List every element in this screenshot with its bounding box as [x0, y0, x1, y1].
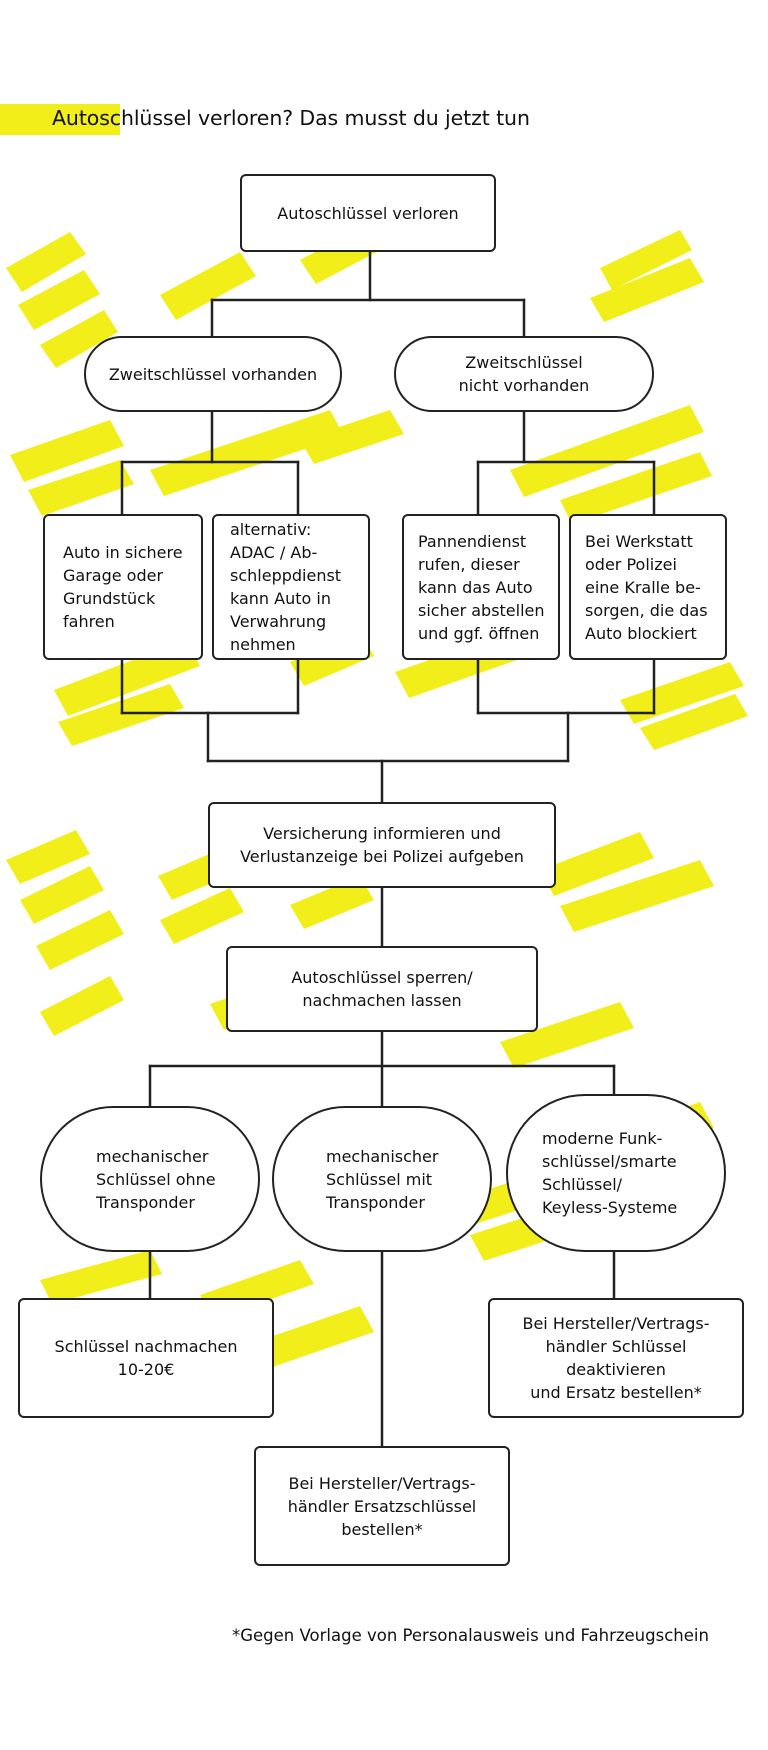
node-start-label: Autoschlüssel verloren	[277, 203, 459, 223]
node-wheel-clamp: Bei Werkstatt oder Polizei eine Kralle b…	[569, 514, 727, 660]
title-highlight	[0, 104, 120, 135]
node-mech-with-transponder: mechanischer Schlüssel mit Transponder	[272, 1106, 492, 1252]
node-insurance-police-label: Versicherung informieren und Verlustanze…	[240, 824, 524, 866]
connector-lines	[120, 250, 656, 1448]
node-copy-key-price-label: Schlüssel nachmachen 10-20€	[54, 1337, 238, 1379]
node-order-replacement-label: Bei Hersteller/Vertrags- händler Ersatzs…	[287, 1473, 477, 1539]
node-modern-keyless: moderne Funk- schlüssel/smarte Schlüssel…	[506, 1094, 726, 1252]
page-title: Autoschlüssel verloren? Das musst du jet…	[52, 106, 530, 130]
node-safe-garage-label: Auto in sichere Garage oder Grundstück f…	[63, 543, 183, 631]
node-start: Autoschlüssel verloren	[240, 174, 496, 252]
node-wheel-clamp-label: Bei Werkstatt oder Polizei eine Kralle b…	[585, 531, 708, 643]
node-spare-key-no-label: Zweitschlüssel nicht vorhanden	[458, 353, 590, 395]
node-copy-key-price: Schlüssel nachmachen 10-20€	[18, 1298, 274, 1418]
node-insurance-police: Versicherung informieren und Verlustanze…	[208, 802, 556, 888]
node-mech-with-transponder-label: mechanischer Schlüssel mit Transponder	[326, 1146, 439, 1212]
node-spare-key-no: Zweitschlüssel nicht vorhanden	[394, 336, 654, 412]
footnote: *Gegen Vorlage von Personalausweis und F…	[232, 1626, 709, 1645]
node-mech-no-transponder-label: mechanischer Schlüssel ohne Transponder	[96, 1146, 216, 1212]
node-adac-tow: alternativ: ADAC / Ab- schleppdienst kan…	[212, 514, 370, 660]
node-order-replacement: Bei Hersteller/Vertrags- händler Ersatzs…	[254, 1446, 510, 1566]
node-adac-tow-label: alternativ: ADAC / Ab- schleppdienst kan…	[230, 520, 342, 654]
node-deactivate-order: Bei Hersteller/Vertrags- händler Schlüss…	[488, 1298, 744, 1418]
node-block-copy-key-label: Autoschlüssel sperren/ nachmachen lassen	[291, 968, 473, 1010]
node-breakdown-service: Pannendienst rufen, dieser kann das Auto…	[402, 514, 560, 660]
node-spare-key-yes-label: Zweitschlüssel vorhanden	[108, 364, 318, 384]
node-modern-keyless-label: moderne Funk- schlüssel/smarte Schlüssel…	[542, 1129, 678, 1217]
node-block-copy-key: Autoschlüssel sperren/ nachmachen lassen	[226, 946, 538, 1032]
node-deactivate-order-label: Bei Hersteller/Vertrags- händler Schlüss…	[522, 1314, 710, 1402]
node-breakdown-service-label: Pannendienst rufen, dieser kann das Auto…	[418, 531, 545, 643]
node-safe-garage: Auto in sichere Garage oder Grundstück f…	[43, 514, 203, 660]
node-spare-key-yes: Zweitschlüssel vorhanden	[84, 336, 342, 412]
node-mech-no-transponder: mechanischer Schlüssel ohne Transponder	[40, 1106, 260, 1252]
